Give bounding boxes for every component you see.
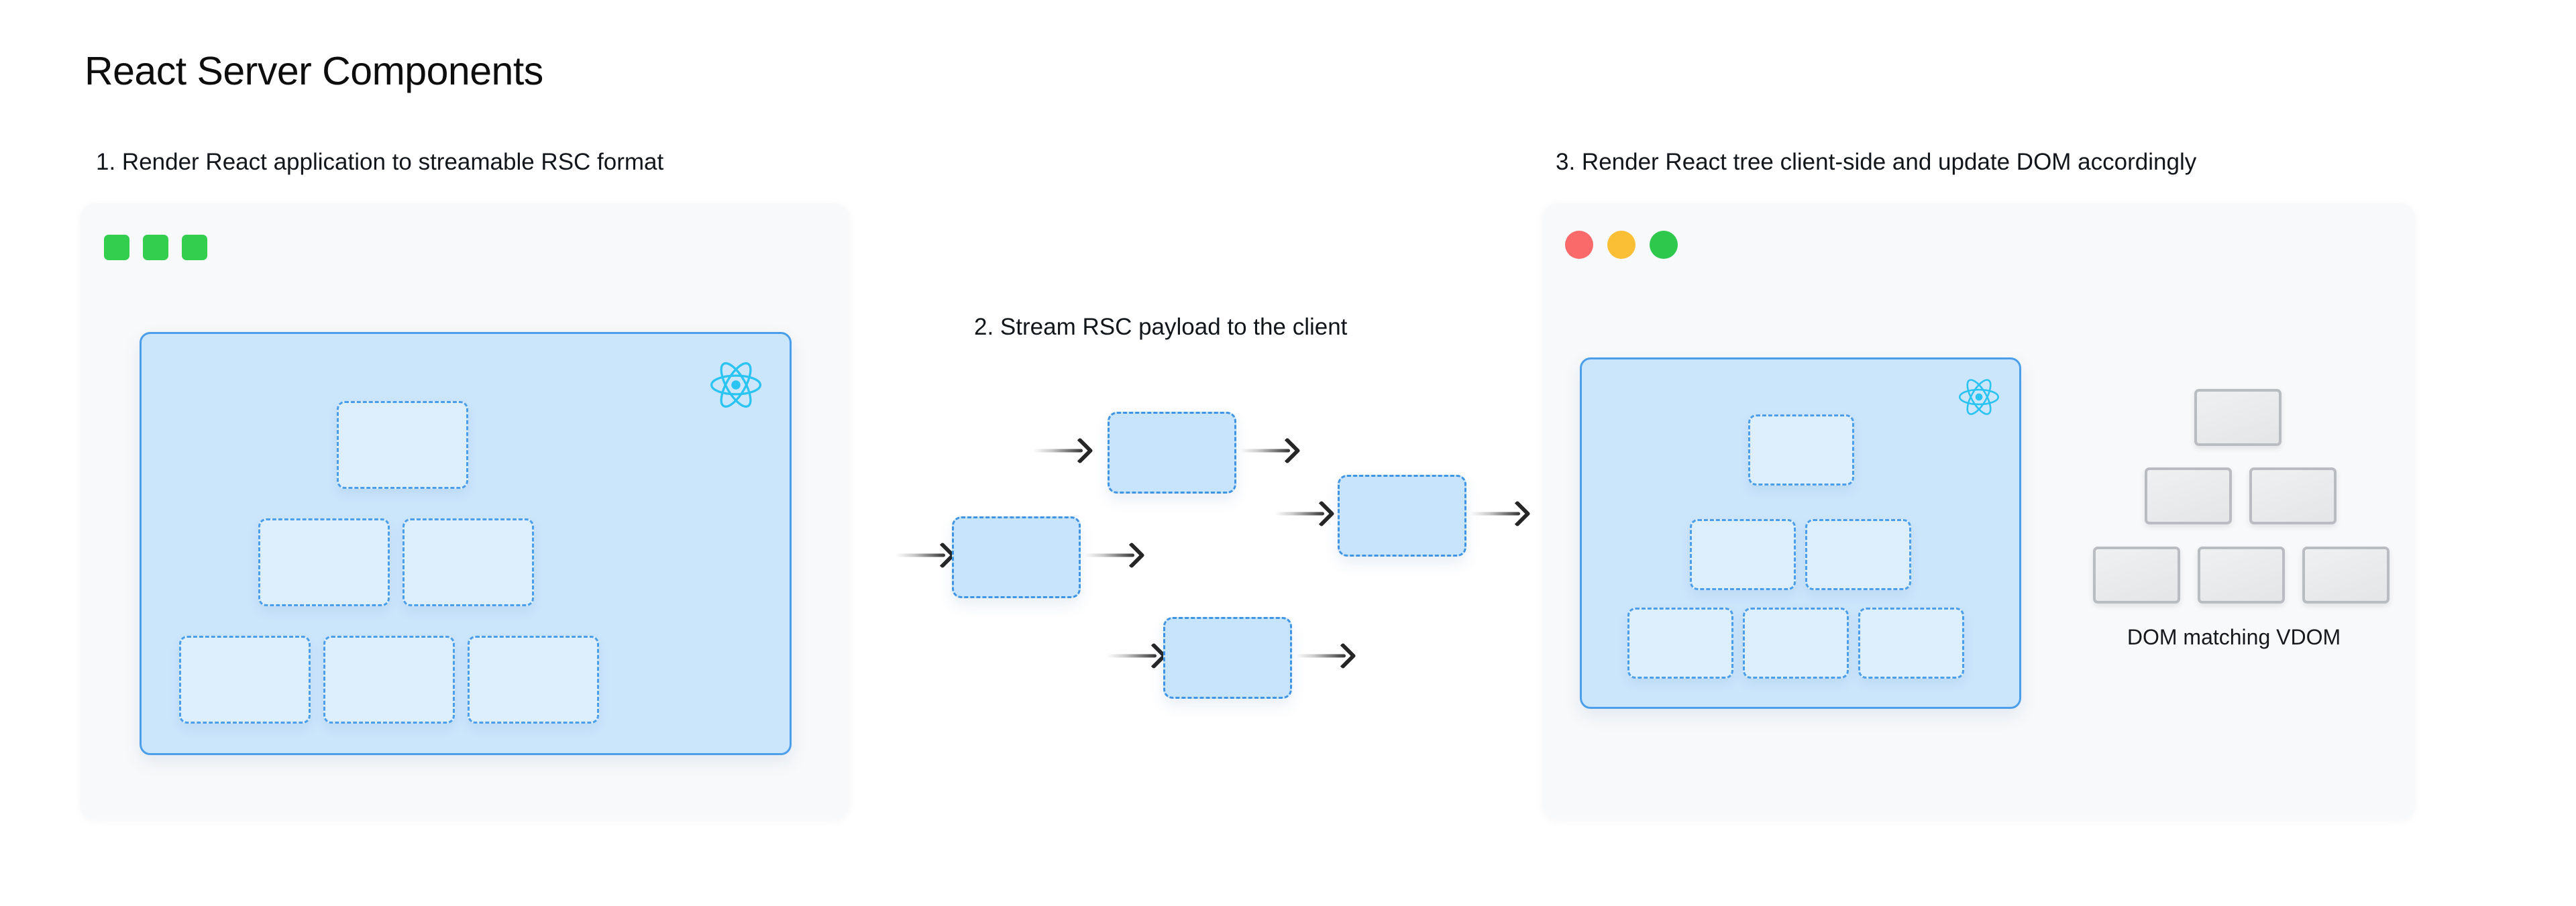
react-atom-icon xyxy=(1959,379,1999,415)
stream-arrow-in xyxy=(1107,640,1167,671)
server-react-tree xyxy=(140,332,792,755)
step-2-heading: 2. Stream RSC payload to the client xyxy=(974,314,1348,340)
arrow-shaft xyxy=(1033,449,1083,453)
dom-node xyxy=(2145,467,2232,524)
server-tree-node xyxy=(179,636,311,724)
stream-payload-node xyxy=(952,516,1081,598)
maximize-dot-icon[interactable] xyxy=(1650,231,1678,259)
page-title: React Server Components xyxy=(85,49,543,93)
server-tree-node xyxy=(402,518,534,606)
stream-arrow-in xyxy=(896,540,956,571)
dom-node xyxy=(2302,547,2390,604)
arrow-head-icon xyxy=(1118,542,1145,569)
dom-node xyxy=(2249,467,2337,524)
stream-payload-node xyxy=(1163,617,1292,699)
arrow-head-icon xyxy=(1274,437,1301,464)
stream-arrow-out xyxy=(1085,540,1145,571)
stream-arrow-in xyxy=(1033,435,1093,466)
stream-arrow-out xyxy=(1240,435,1301,466)
client-tree-node xyxy=(1627,608,1733,679)
server-tree-node xyxy=(323,636,455,724)
react-atom-icon xyxy=(710,362,761,408)
arrow-shaft xyxy=(1470,512,1520,516)
server-indicator-1-icon xyxy=(104,235,129,260)
dom-node xyxy=(2198,547,2285,604)
minimize-dot-icon[interactable] xyxy=(1607,231,1635,259)
client-tree-node xyxy=(1805,519,1911,590)
server-indicator-2-icon xyxy=(143,235,168,260)
dom-tree-group: DOM matching VDOM xyxy=(2073,389,2395,671)
arrow-head-icon xyxy=(1067,437,1093,464)
step-3-heading: 3. Render React tree client-side and upd… xyxy=(1556,149,2197,175)
dom-node xyxy=(2093,547,2180,604)
arrow-head-icon xyxy=(1504,500,1531,527)
close-dot-icon[interactable] xyxy=(1565,231,1593,259)
client-tree-node xyxy=(1748,414,1854,486)
server-tree-node xyxy=(337,401,468,489)
arrow-shaft xyxy=(1275,512,1324,516)
server-indicator-3-icon xyxy=(182,235,207,260)
client-react-tree xyxy=(1580,357,2021,709)
arrow-shaft xyxy=(1107,654,1157,658)
server-tree-node xyxy=(468,636,599,724)
arrow-head-icon xyxy=(1330,642,1356,669)
client-tree-node xyxy=(1690,519,1796,590)
stream-arrow-in xyxy=(1275,498,1335,529)
step-1-heading: 1. Render React application to streamabl… xyxy=(96,149,664,175)
arrow-shaft xyxy=(1296,654,1346,658)
server-tree-node xyxy=(258,518,390,606)
arrow-shaft xyxy=(1240,449,1290,453)
arrow-head-icon xyxy=(1308,500,1335,527)
stream-payload-node xyxy=(1108,412,1236,494)
stream-arrow-out xyxy=(1470,498,1531,529)
client-tree-node xyxy=(1858,608,1964,679)
client-tree-node xyxy=(1743,608,1849,679)
server-window-controls xyxy=(104,235,207,260)
client-window-controls xyxy=(1565,231,1678,259)
arrow-shaft xyxy=(1085,553,1134,557)
dom-node xyxy=(2194,389,2282,446)
arrow-shaft xyxy=(896,553,945,557)
dom-caption: DOM matching VDOM xyxy=(2127,625,2341,649)
stream-arrow-out xyxy=(1296,640,1356,671)
stream-payload-node xyxy=(1338,475,1466,557)
